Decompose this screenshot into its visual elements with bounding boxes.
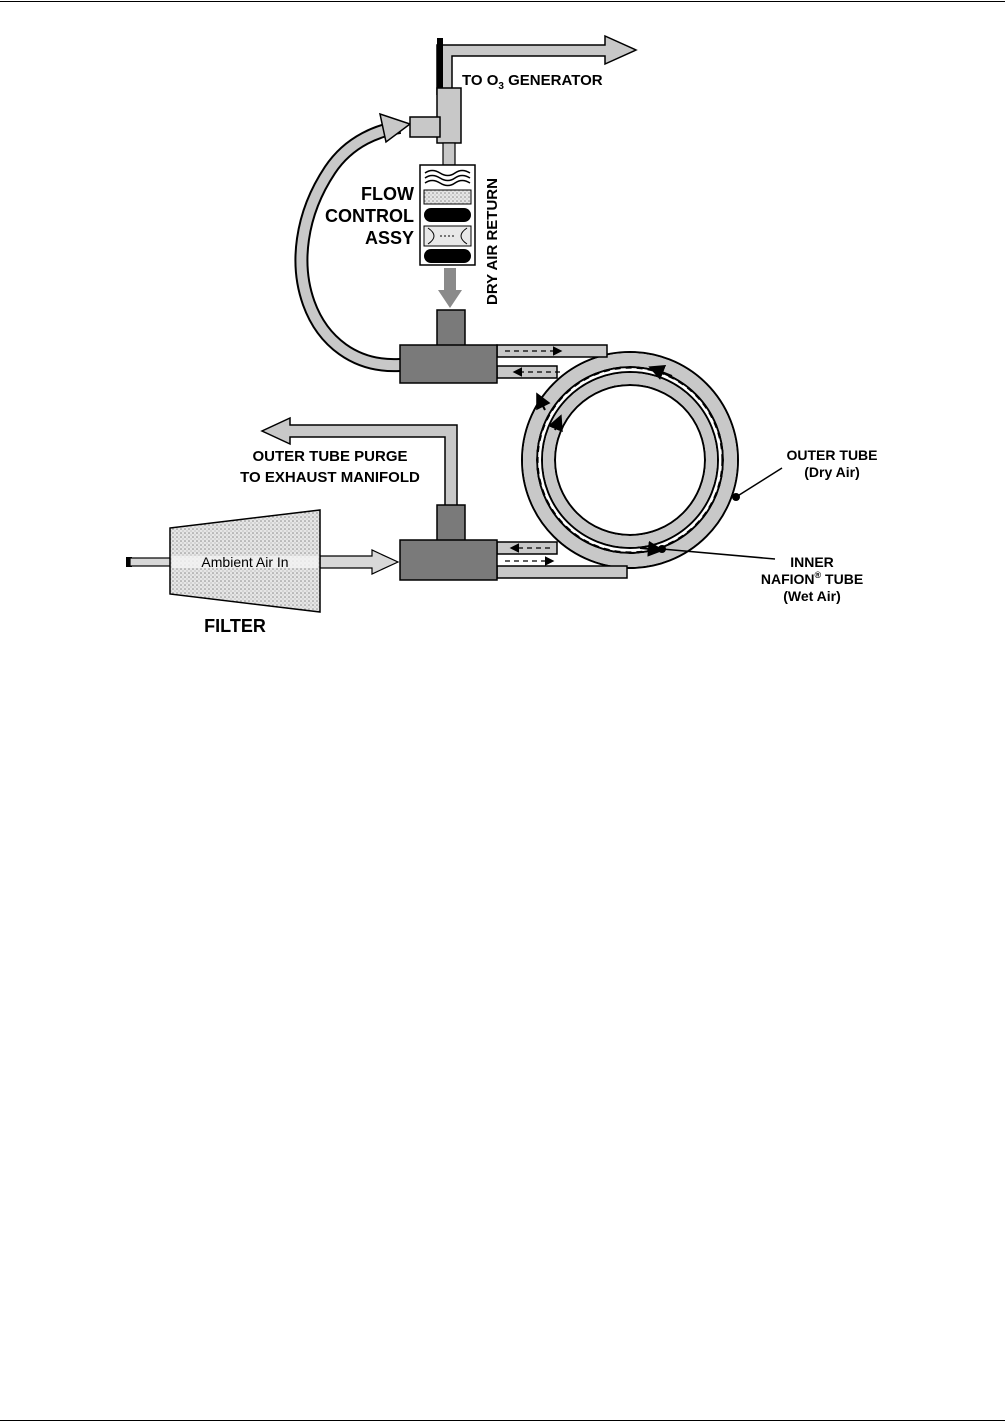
inner-tube-label-1: INNER [790, 554, 834, 570]
ambient-air-in-label: Ambient Air In [201, 554, 288, 570]
lower-tee [399, 504, 498, 581]
flow-control-label-3: ASSY [365, 228, 414, 248]
inner-tube-label-3: (Wet Air) [783, 588, 841, 604]
ambient-inlet-pipe [126, 549, 400, 575]
outer-tube-purge-label-2: TO EXHAUST MANIFOLD [240, 469, 420, 486]
upper-tee-tubes [496, 344, 608, 379]
outer-tube-coil [521, 351, 739, 569]
dry-air-return-label: DRY AIR RETURN [484, 178, 501, 305]
dryer-flow-diagram: TO O3 GENERATOR FLOW CONTROL ASSY DRY AI… [126, 34, 878, 636]
filter-label: FILTER [204, 616, 266, 636]
outer-tube-purge-label-1: OUTER TUBE PURGE [252, 448, 407, 465]
inner-tube-label-2: NAFION® TUBE [761, 570, 863, 587]
flow-down-arrow [438, 268, 462, 308]
o3-outlet-pipe [409, 34, 638, 166]
outer-tube-leader [735, 467, 783, 498]
top-page-rule [0, 1, 1005, 2]
bottom-page-rule [0, 1420, 1005, 1421]
upper-tee [399, 309, 498, 384]
inner-tube-leader [661, 548, 776, 560]
flow-control-assembly [419, 164, 476, 266]
to-o3-generator-label: TO O3 GENERATOR [462, 72, 603, 92]
flow-control-label-1: FLOW [361, 184, 414, 204]
outer-tube-label-1: OUTER TUBE [787, 447, 878, 463]
dry-air-return-loop [294, 112, 412, 373]
outer-tube-label-2: (Dry Air) [804, 464, 860, 480]
flow-control-label-2: CONTROL [325, 206, 414, 226]
purge-pipe [260, 416, 458, 505]
